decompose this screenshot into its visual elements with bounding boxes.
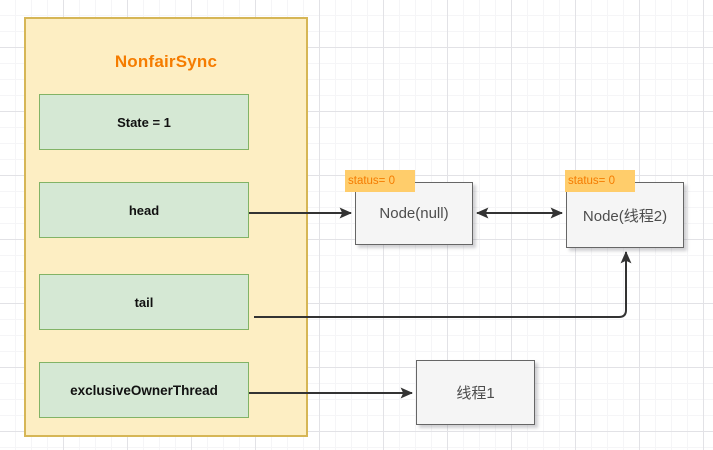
- status-badge-node-thread2: status= 0: [565, 170, 635, 192]
- status-badge-node-null: status= 0: [345, 170, 415, 192]
- field-head-label: head: [128, 202, 160, 218]
- node-box-node-null: Node(null): [355, 182, 473, 245]
- field-exclusive-owner-thread-label: exclusiveOwnerThread: [70, 382, 218, 398]
- node-box-node-thread2: Node(线程2): [566, 182, 684, 248]
- field-tail-label: tail: [134, 294, 154, 310]
- node-box-node-thread2-label: Node(线程2): [582, 207, 668, 225]
- node-box-thread1: 线程1: [416, 360, 535, 425]
- node-box-thread1-label: 线程1: [456, 385, 495, 402]
- field-state: State = 1: [39, 94, 249, 150]
- connector-node-thread2-to-tail: [254, 251, 632, 318]
- field-tail: tail: [39, 274, 249, 330]
- field-head: head: [39, 182, 249, 238]
- field-state-label: State = 1: [117, 114, 171, 130]
- field-exclusive-owner-thread: exclusiveOwnerThread: [39, 362, 249, 418]
- node-box-node-null-label: Node(null): [379, 205, 449, 222]
- page-title: NonfairSync: [114, 52, 218, 71]
